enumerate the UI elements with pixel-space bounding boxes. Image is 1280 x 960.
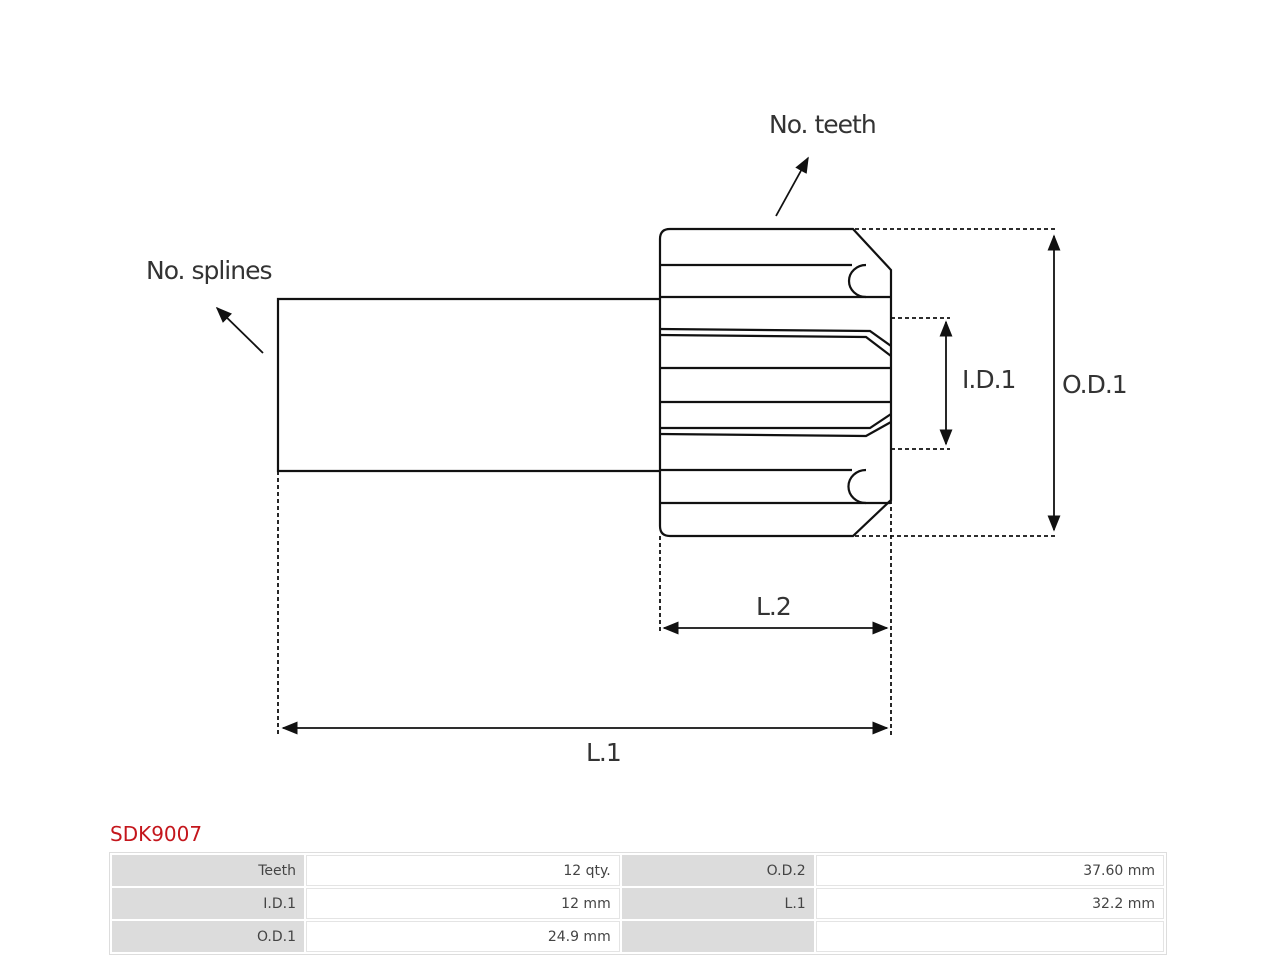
table-row: O.D.1 24.9 mm xyxy=(112,921,1164,952)
spec-key: Teeth xyxy=(112,855,304,886)
part-code-title: SDK9007 xyxy=(110,822,203,846)
spec-value: 37.60 mm xyxy=(815,855,1164,886)
table-row: Teeth 12 qty. O.D.2 37.60 mm xyxy=(112,855,1164,886)
spec-table: Teeth 12 qty. O.D.2 37.60 mm I.D.1 12 mm… xyxy=(109,852,1167,955)
spec-value: 32.2 mm xyxy=(815,888,1164,919)
spec-key: I.D.1 xyxy=(112,888,304,919)
spec-key: O.D.2 xyxy=(621,855,814,886)
spec-value: 12 mm xyxy=(306,888,620,919)
spec-key: O.D.1 xyxy=(112,921,304,952)
spec-key xyxy=(621,921,814,952)
od1-label: O.D.1 xyxy=(1062,370,1127,399)
no-splines-label: No. splines xyxy=(146,256,272,285)
spec-key: L.1 xyxy=(621,888,814,919)
l2-label: L.2 xyxy=(756,592,791,621)
spec-value: 12 qty. xyxy=(306,855,620,886)
splines-pointer xyxy=(215,306,264,354)
id1-label: I.D.1 xyxy=(962,365,1015,394)
dimension-arrows xyxy=(215,156,1061,735)
l1-label: L.1 xyxy=(586,738,621,767)
no-teeth-label: No. teeth xyxy=(769,110,876,139)
shaft xyxy=(276,297,659,473)
extension-lines xyxy=(277,228,1058,735)
gear-head xyxy=(658,227,893,538)
teeth-pointer xyxy=(775,156,809,217)
table-row: I.D.1 12 mm L.1 32.2 mm xyxy=(112,888,1164,919)
spec-value xyxy=(815,921,1164,952)
pinion-drawing: No. teeth No. splines I.D.1 O.D.1 L.2 L.… xyxy=(146,110,1128,767)
spec-value: 24.9 mm xyxy=(306,921,620,952)
